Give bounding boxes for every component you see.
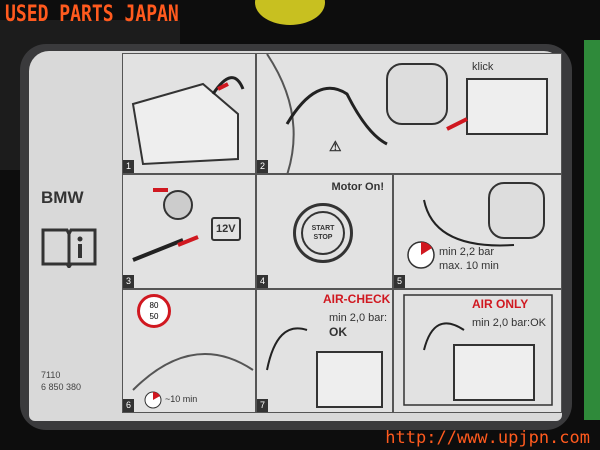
watermark-url: http://www.upjpn.com bbox=[385, 428, 590, 448]
watermark-title: USED PARTS JAPAN bbox=[5, 2, 179, 27]
compressor-illustration bbox=[131, 76, 245, 166]
panel-4: Motor On! START STOP 4 bbox=[256, 174, 393, 289]
tire-connect-illustration bbox=[266, 54, 548, 173]
socket-plug-illustration bbox=[132, 188, 199, 262]
air-only-illustration bbox=[403, 294, 553, 406]
yellow-knob bbox=[255, 0, 325, 25]
motor-on-text: Motor On! bbox=[331, 181, 384, 193]
start-stop-button: START STOP bbox=[293, 203, 353, 263]
panel-1: 1 bbox=[122, 53, 256, 174]
inflating-illustration bbox=[407, 182, 545, 269]
air-check-title: AIR-CHECK bbox=[323, 292, 391, 306]
warning-icon: ⚠ bbox=[329, 138, 342, 154]
air-check-illustration bbox=[266, 327, 383, 408]
air-only-title: AIR ONLY bbox=[472, 297, 529, 311]
duration-text: ~10 min bbox=[165, 394, 198, 404]
panel-8: AIR ONLY min 2,0 bar:OK bbox=[393, 289, 562, 413]
brand-text: BMW bbox=[41, 188, 84, 207]
manual-book-icon bbox=[41, 228, 97, 268]
panel-3: 12V 3 bbox=[122, 174, 256, 289]
air-only-text: min 2,0 bar:OK bbox=[472, 317, 546, 329]
drive-speed-illustration bbox=[132, 353, 254, 409]
voltage-badge: 12V bbox=[211, 217, 241, 241]
panel-7: AIR-CHECK min 2,0 bar:OK 7 bbox=[256, 289, 393, 413]
klick-text: klick bbox=[472, 61, 494, 73]
panel-2: ⚠ klick 2 bbox=[256, 53, 562, 174]
air-check-text: min 2,0 bar:OK bbox=[329, 312, 388, 339]
grass-background bbox=[584, 40, 600, 420]
